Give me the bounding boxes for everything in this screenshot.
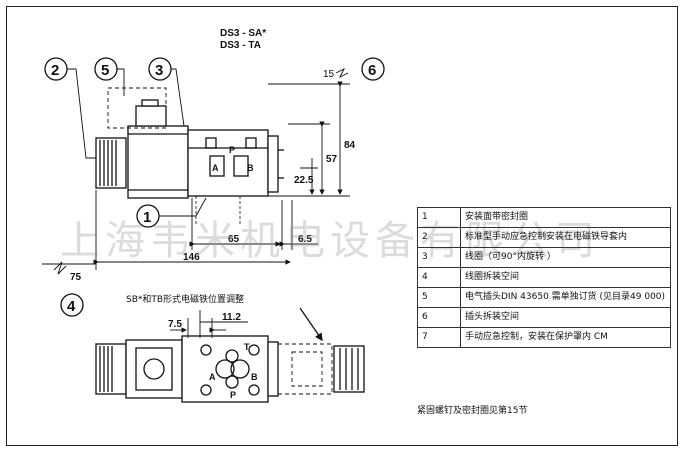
- legend-text: 手动应急控制，安装在保护罩内 CM: [460, 327, 671, 348]
- port-t-bottom: T: [244, 342, 250, 352]
- legend-text: 线圈拆装空间: [460, 267, 671, 288]
- callout-1: 1: [143, 209, 151, 226]
- legend-text: 插头拆装空间: [460, 307, 671, 328]
- legend-text: 标准型手动应急控制安装在电磁铁导套内: [460, 227, 671, 248]
- callout-bubbles: [44, 57, 385, 317]
- model-title-2: DS3 - TA: [220, 40, 261, 51]
- callout-2: 2: [51, 62, 59, 79]
- dim-11-2: 11.2: [222, 312, 241, 323]
- dim-lines-bottom: [42, 190, 318, 275]
- port-b-top: B: [247, 163, 254, 173]
- footnote: 紧固螺钉及密封圈见第15节: [417, 406, 528, 416]
- legend-num: 4: [417, 267, 461, 288]
- valve-bottom-view: [95, 307, 365, 403]
- legend-text: 线圈（可90°内旋转 ）: [460, 247, 671, 268]
- legend-num: 6: [417, 307, 461, 328]
- legend-num: 2: [417, 227, 461, 248]
- dim-84: 84: [344, 140, 356, 151]
- callout-4: 4: [67, 298, 76, 315]
- dim-146: 146: [183, 252, 200, 263]
- callout-5: 5: [101, 62, 109, 79]
- legend-text: 安装面带密封圈: [460, 207, 671, 228]
- port-a-top: A: [212, 163, 219, 173]
- legend-num: 7: [417, 327, 461, 348]
- callout-leaders: [67, 68, 207, 217]
- dim-7-5: 7.5: [168, 319, 182, 330]
- port-a-bottom: A: [209, 372, 216, 382]
- port-p-bottom: P: [230, 390, 236, 400]
- legend-text: 电气插头DIN 43650 需单独订货 (见目录49 000): [460, 287, 671, 308]
- callout-3: 3: [155, 62, 163, 79]
- port-p-top: P: [229, 145, 235, 155]
- dim-6-5: 6.5: [298, 234, 312, 245]
- dim-65: 65: [228, 234, 240, 245]
- dim-57: 57: [326, 154, 338, 165]
- drawing-frame: [6, 6, 678, 446]
- legend-num: 1: [417, 207, 461, 228]
- dim-15: 15: [323, 69, 335, 80]
- valve-top-view: [95, 87, 284, 224]
- dim-75: 75: [70, 272, 82, 283]
- dim-lines-lower: [170, 310, 248, 338]
- dim-22-5: 22.5: [294, 175, 314, 186]
- legend-num: 5: [417, 287, 461, 308]
- model-title-1: DS3 - SA*: [220, 28, 266, 39]
- legend-num: 3: [417, 247, 461, 268]
- callout-6: 6: [368, 62, 376, 79]
- section-title: SB*和TB形式电磁铁位置调整: [126, 293, 244, 305]
- port-b-bottom: B: [251, 372, 258, 382]
- dim-lines-right: [268, 67, 350, 197]
